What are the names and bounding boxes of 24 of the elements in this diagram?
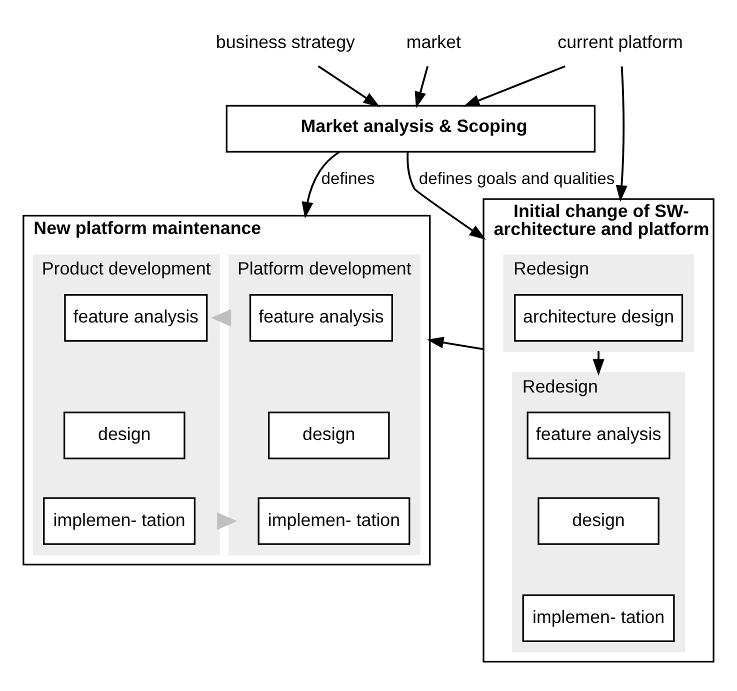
node-box: design [538, 496, 660, 544]
node-box: Market analysis & Scoping [226, 104, 596, 152]
node-box: implemen- tation [522, 594, 675, 642]
arrow [302, 150, 340, 218]
arrow [414, 65, 429, 108]
node-text: current platform [558, 31, 683, 52]
node-text: market [406, 31, 461, 52]
node-box: feature analysis [526, 411, 670, 459]
node-box: implemen- tation [258, 496, 410, 544]
node-text: business strategy [216, 31, 355, 52]
arrow [427, 336, 484, 350]
arrow [318, 64, 380, 107]
node-box: architecture design [514, 294, 684, 342]
arrow [616, 66, 628, 202]
edge-label: defines [321, 168, 375, 188]
edge-label: defines goals and qualities [418, 168, 615, 188]
arrow [406, 151, 486, 240]
arrow [592, 350, 604, 376]
node-box: implemen- tation [43, 496, 196, 544]
node-box: design [64, 411, 186, 459]
node-box: design [268, 411, 390, 459]
node-box: feature analysis [249, 294, 393, 342]
arrow [463, 64, 566, 106]
node-box: feature analysis [64, 294, 208, 342]
